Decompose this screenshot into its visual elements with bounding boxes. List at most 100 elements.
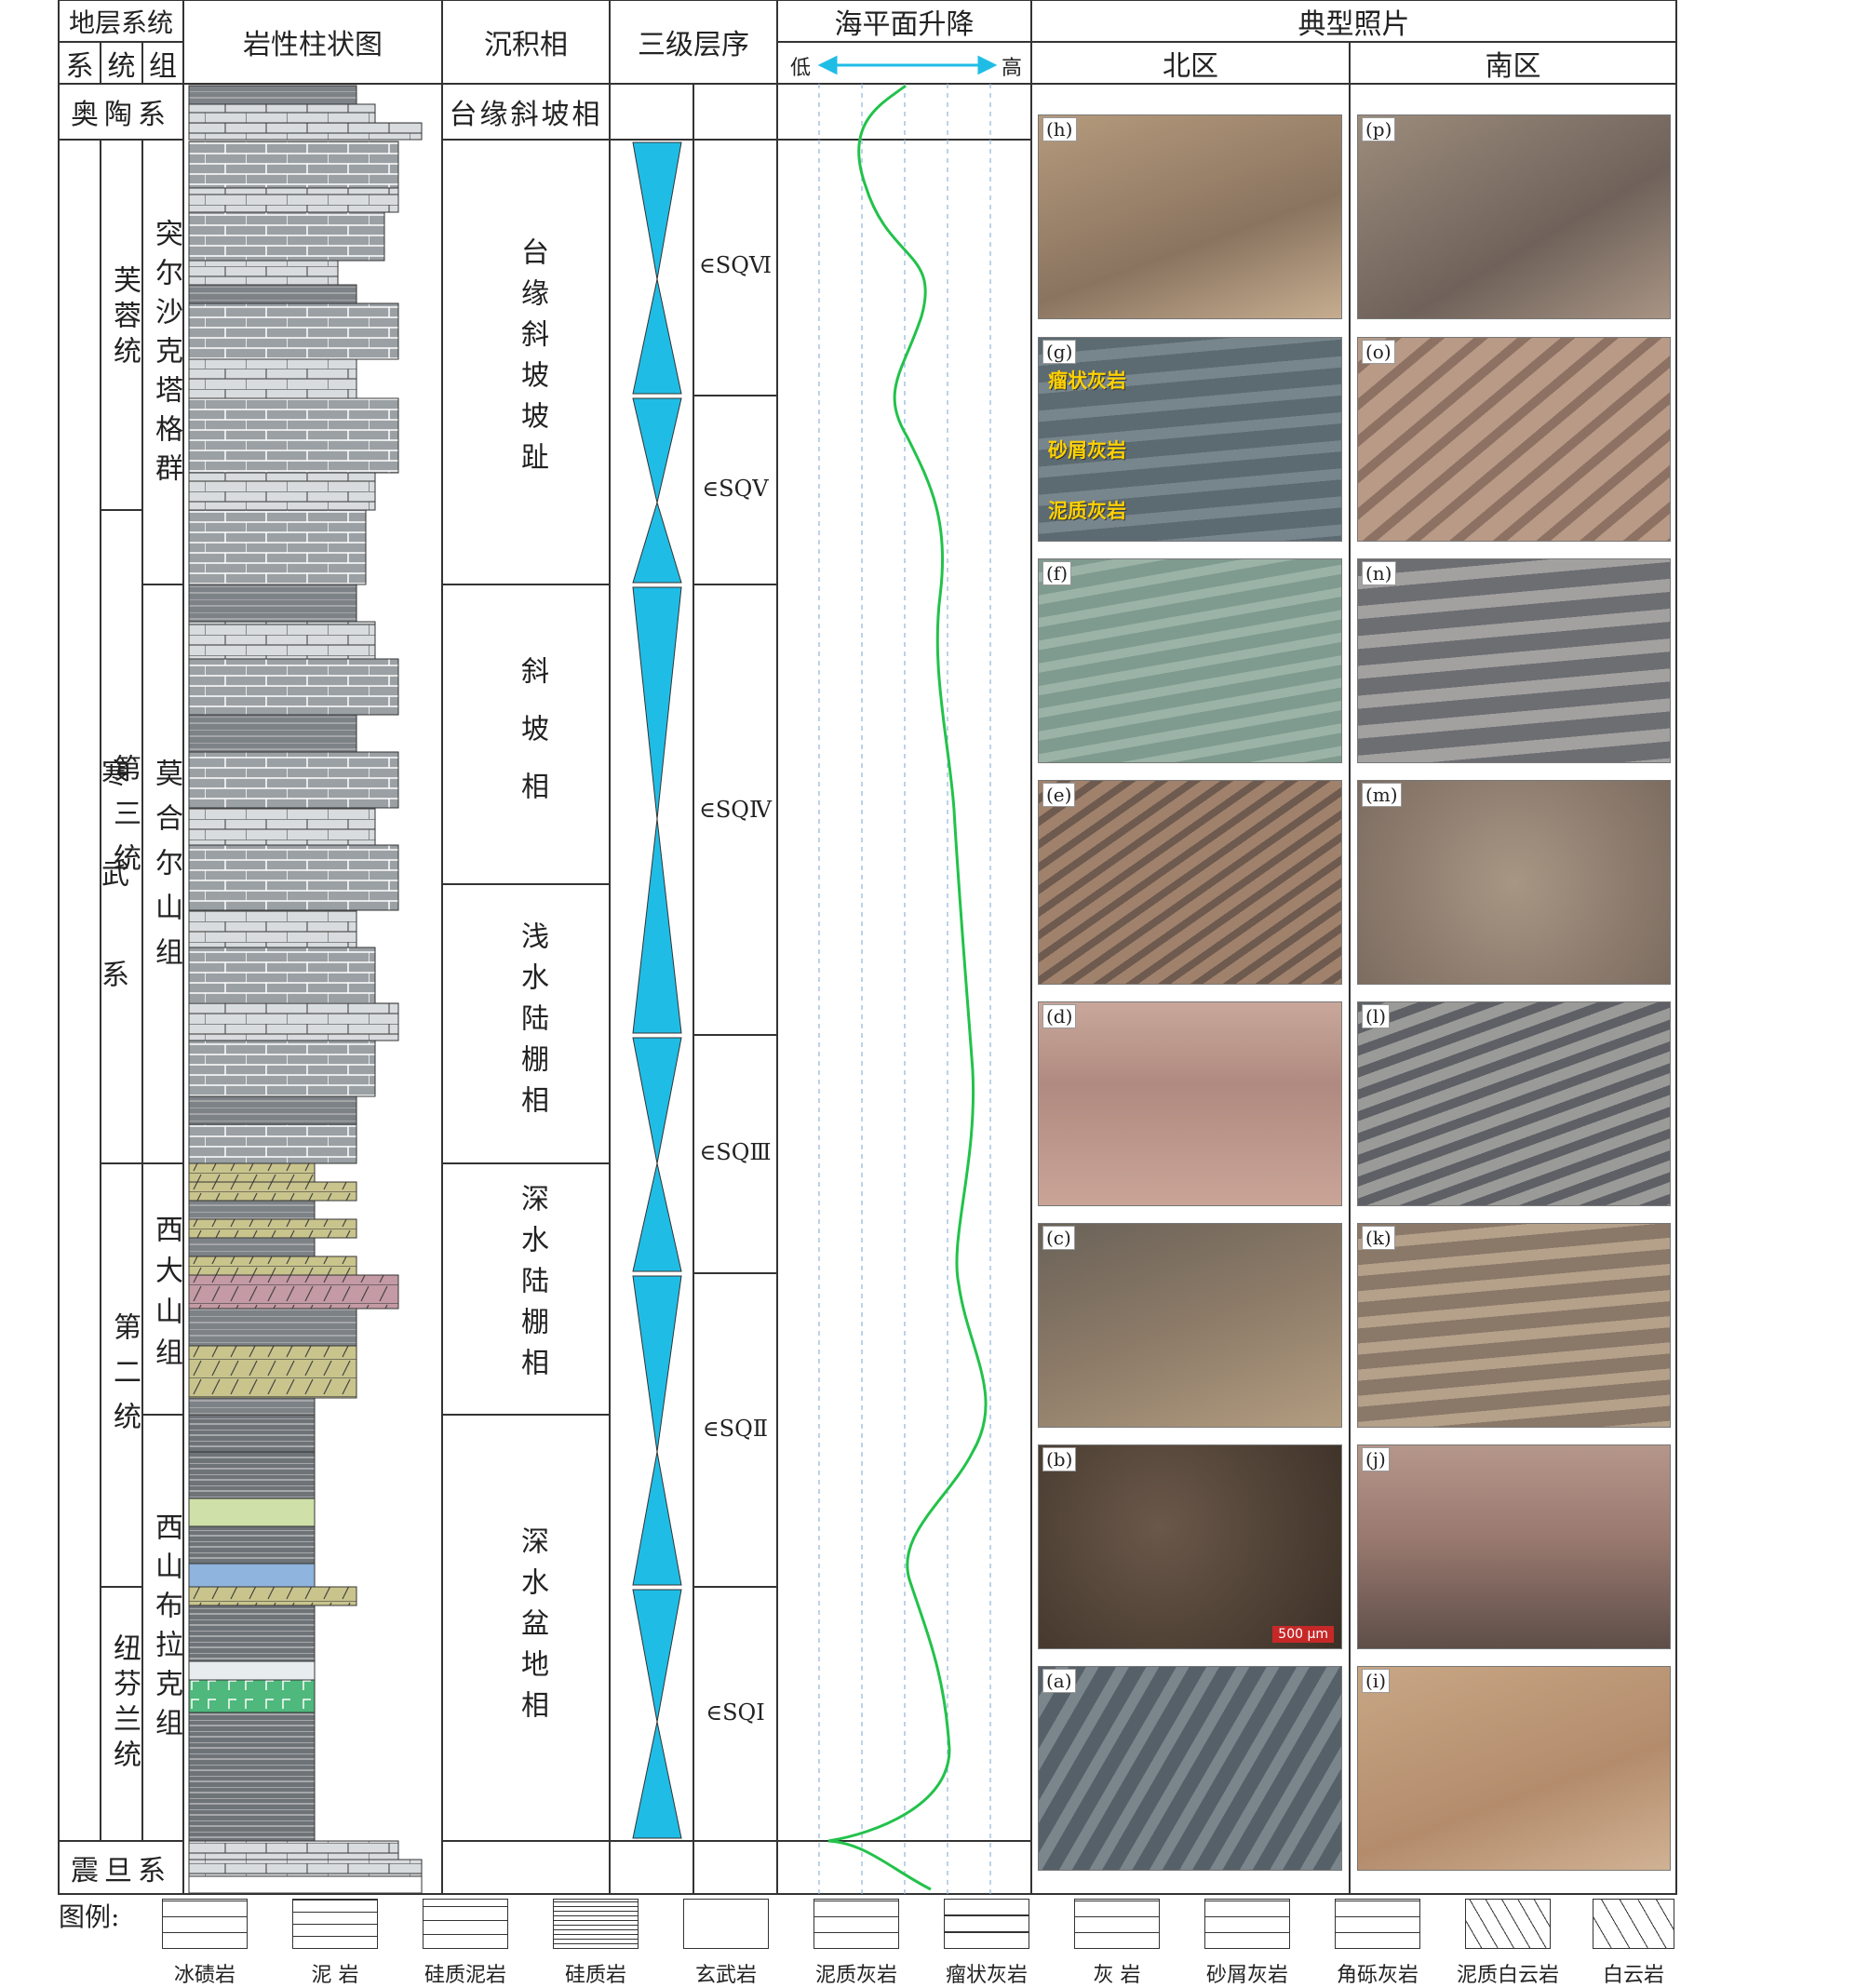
facies-slope-toe: 台缘斜坡坡趾 (516, 237, 548, 483)
legend-calcarenite: 砂屑灰岩 (1196, 1899, 1298, 1988)
limestone-swatch (1074, 1899, 1160, 1949)
header-south: 南区 (1485, 49, 1541, 83)
photo-label: (h) (1042, 117, 1077, 141)
legend-breccia-limestone: 角砾灰岩 (1326, 1899, 1429, 1988)
header-stratigraphy: 地层系统 (68, 7, 173, 38)
note-argillaceous: 泥质灰岩 (1048, 500, 1126, 522)
legend-label: 硅质泥岩 (424, 1964, 506, 1987)
argillaceous-dolomite-swatch (1465, 1899, 1551, 1949)
group-xishanbulake: 西山布拉克组 (150, 1512, 182, 1747)
photo-m: (m) (1357, 780, 1671, 985)
photo-o: (o) (1357, 337, 1671, 542)
header-system: 系 (65, 49, 94, 83)
photo-label: (p) (1362, 117, 1396, 141)
header-high: 高 (1001, 57, 1022, 80)
header-lithology: 岩性柱状图 (243, 29, 383, 61)
legend-label: 玄武岩 (694, 1964, 757, 1987)
header-sealevel: 海平面升降 (834, 7, 975, 41)
photo-label: (l) (1362, 1004, 1391, 1028)
legend-title: 图例: (59, 1901, 120, 1932)
series-second: 第二统 (108, 1312, 141, 1446)
header-sequence: 三级层序 (638, 29, 749, 61)
photo-label: (b) (1042, 1447, 1077, 1471)
legend-dolomite: 白云岩 (1587, 1899, 1680, 1988)
legend-tillite: 冰碛岩 (154, 1899, 256, 1988)
sealevel-arrow (817, 55, 998, 75)
header-north: 北区 (1163, 49, 1218, 83)
series-furong: 芙蓉统 (108, 265, 141, 371)
photo-label: (i) (1362, 1669, 1391, 1693)
legend-label: 泥 岩 (311, 1964, 359, 1987)
photo-label: (a) (1042, 1669, 1076, 1693)
sequence-sq1: ∈SQⅠ (706, 1699, 765, 1726)
photo-f: (f) (1038, 558, 1342, 763)
system-ordovician: 奥陶系 (71, 99, 171, 131)
series-third: 第三统 (108, 754, 141, 888)
nodular-limestone-swatch (944, 1899, 1029, 1949)
photo-j: (j) (1357, 1444, 1671, 1649)
basalt-swatch (683, 1899, 769, 1949)
legend-siliceous-mudstone: 硅质泥岩 (414, 1899, 517, 1988)
legend-label: 白云岩 (1602, 1964, 1664, 1987)
sequence-triangles (632, 141, 682, 1839)
sequence-sq6: ∈SQⅥ (698, 252, 773, 278)
mudstone-swatch (292, 1899, 378, 1949)
legend-label: 灰 岩 (1093, 1964, 1141, 1987)
photo-label: (e) (1042, 783, 1076, 807)
photo-label: (n) (1362, 561, 1396, 585)
facies-slope: 斜坡相 (516, 656, 548, 829)
dolomite-swatch (1593, 1899, 1674, 1949)
photo-i: (i) (1357, 1666, 1671, 1871)
argillaceous-limestone-swatch (813, 1899, 899, 1949)
tillite-swatch (162, 1899, 248, 1949)
legend-label: 瘤状灰岩 (945, 1964, 1028, 1987)
photo-label: (d) (1042, 1004, 1077, 1028)
legend-nodular-limestone: 瘤状灰岩 (935, 1899, 1038, 1988)
chert-swatch (553, 1899, 639, 1949)
photo-label: (k) (1362, 1226, 1395, 1250)
sequence-sq5: ∈SQⅤ (702, 476, 769, 502)
photo-e: (e) (1038, 780, 1342, 985)
legend-label: 泥质灰岩 (814, 1964, 897, 1987)
header-facies: 沉积相 (484, 29, 568, 61)
siliceous-mudstone-swatch (423, 1899, 508, 1949)
legend-chert: 硅质岩 (545, 1899, 647, 1988)
legend-mudstone: 泥 岩 (284, 1899, 386, 1988)
system-sinian: 震旦系 (71, 1855, 171, 1887)
calcarenite-swatch (1204, 1899, 1290, 1949)
system-cambrian-label: 寒武系 (96, 759, 128, 1060)
legend-argillaceous-limestone: 泥质灰岩 (805, 1899, 908, 1988)
photo-label: (f) (1042, 561, 1072, 585)
legend-label: 砂屑灰岩 (1205, 1964, 1288, 1987)
photo-a: (a) (1038, 1666, 1342, 1871)
header-group: 组 (149, 49, 177, 83)
facies-platform-slope: 台缘斜坡相 (449, 99, 603, 131)
legend-argillaceous-dolomite: 泥质白云岩 (1457, 1899, 1559, 1988)
scale-bar: 500 μm (1272, 1626, 1334, 1643)
lithology-column (188, 85, 423, 1894)
legend-basalt: 玄武岩 (675, 1899, 777, 1988)
photo-label: (c) (1042, 1226, 1075, 1250)
photo-n: (n) (1357, 558, 1671, 763)
photo-l: (l) (1357, 1001, 1671, 1206)
facies-shallow-shelf: 浅水陆棚相 (516, 921, 548, 1126)
breccia-limestone-swatch (1335, 1899, 1420, 1949)
note-calcarenite: 砂屑灰岩 (1048, 439, 1126, 462)
sequence-sq2: ∈SQⅡ (702, 1416, 769, 1442)
group-xidashan: 西大山组 (150, 1215, 182, 1378)
sequence-sq4: ∈SQⅣ (699, 797, 772, 823)
group-moheershan: 莫合尔山组 (150, 759, 182, 982)
photo-b: (b) 500 μm (1038, 1444, 1342, 1649)
photo-d: (d) (1038, 1001, 1342, 1206)
photo-g: (g) 瘤状灰岩 砂屑灰岩 泥质灰岩 (1038, 337, 1342, 542)
group-tuershaketage: 突尔沙克塔格群 (150, 219, 182, 492)
legend-label: 硅质岩 (564, 1964, 626, 1987)
sequence-sq3: ∈SQⅢ (699, 1139, 772, 1165)
header-series: 统 (107, 49, 136, 83)
photo-label: (j) (1362, 1447, 1390, 1471)
photo-label: (m) (1362, 783, 1402, 807)
photo-p: (p) (1357, 114, 1671, 319)
facies-deep-basin: 深水盆地相 (516, 1526, 548, 1731)
header-low: 低 (789, 57, 811, 80)
